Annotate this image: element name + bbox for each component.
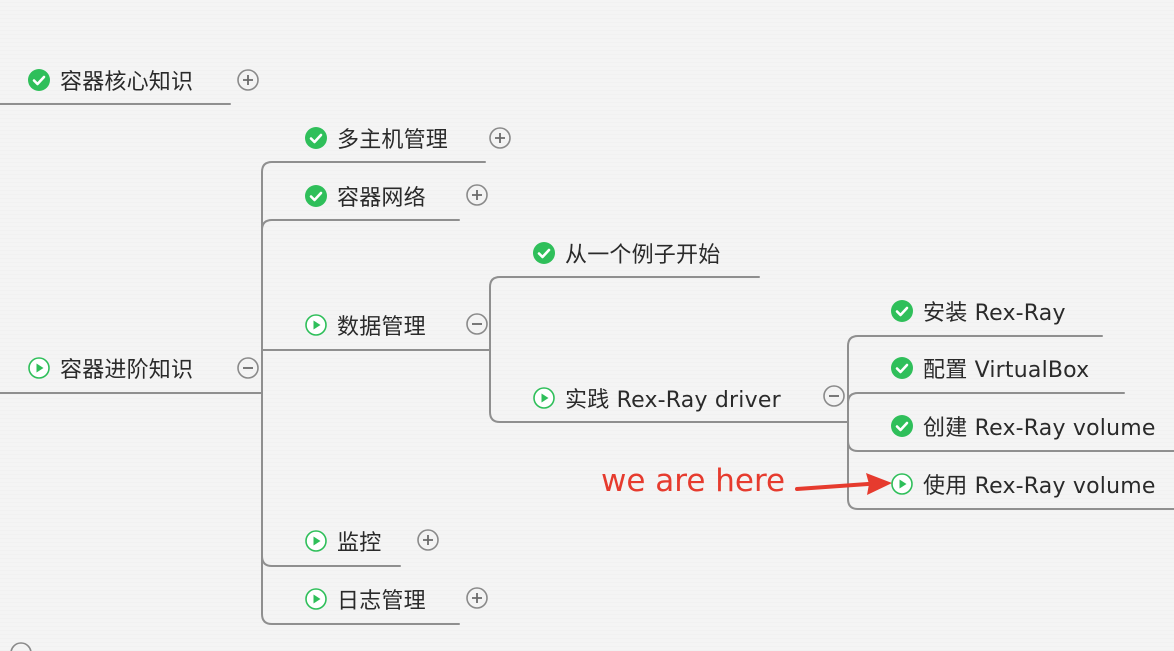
annotation-arrow xyxy=(795,473,892,495)
node-label: 创建 Rex-Ray volume xyxy=(923,416,1156,441)
collapse-icon[interactable] xyxy=(823,385,845,407)
node-install-rexray[interactable]: 安装 Rex-Ray xyxy=(891,296,1066,326)
in-progress-icon xyxy=(28,357,50,379)
in-progress-icon xyxy=(533,387,555,409)
node-label: 容器进阶知识 xyxy=(60,358,194,383)
in-progress-icon xyxy=(305,530,327,552)
node-label: 日志管理 xyxy=(337,589,426,614)
node-logging[interactable]: 日志管理 xyxy=(305,584,426,614)
node-label: 使用 Rex-Ray volume xyxy=(923,474,1156,499)
node-label: 安装 Rex-Ray xyxy=(923,301,1066,326)
in-progress-icon xyxy=(305,588,327,610)
in-progress-icon xyxy=(305,314,327,336)
expand-icon[interactable] xyxy=(10,642,32,651)
node-example[interactable]: 从一个例子开始 xyxy=(533,238,720,268)
node-monitoring[interactable]: 监控 xyxy=(305,526,381,556)
node-network[interactable]: 容器网络 xyxy=(305,181,426,211)
node-core-knowledge[interactable]: 容器核心知识 xyxy=(28,65,193,95)
node-advanced-knowledge[interactable]: 容器进阶知识 xyxy=(28,353,193,383)
done-icon xyxy=(891,357,913,379)
bracket-practice xyxy=(847,335,879,510)
node-label: 容器核心知识 xyxy=(60,70,194,95)
done-icon xyxy=(891,415,913,437)
bracket-advanced xyxy=(261,161,293,625)
node-label: 配置 VirtualBox xyxy=(923,358,1090,383)
collapse-icon[interactable] xyxy=(237,357,259,379)
done-icon xyxy=(305,185,327,207)
node-label: 从一个例子开始 xyxy=(565,243,721,268)
expand-icon[interactable] xyxy=(417,529,439,551)
node-label: 实践 Rex-Ray driver xyxy=(565,388,781,413)
in-progress-icon xyxy=(891,473,913,495)
expand-icon[interactable] xyxy=(237,69,259,91)
annotation-text: we are here xyxy=(601,463,786,499)
done-icon xyxy=(28,69,50,91)
expand-icon[interactable] xyxy=(466,184,488,206)
expand-icon[interactable] xyxy=(466,587,488,609)
node-label: 容器网络 xyxy=(337,186,426,211)
done-icon xyxy=(533,242,555,264)
node-label: 多主机管理 xyxy=(337,128,449,153)
bracket-data-mgmt xyxy=(489,276,521,423)
node-multi-host[interactable]: 多主机管理 xyxy=(305,123,448,153)
node-create-volume[interactable]: 创建 Rex-Ray volume xyxy=(891,411,1156,441)
node-data-management[interactable]: 数据管理 xyxy=(305,310,426,340)
collapse-icon[interactable] xyxy=(466,313,488,335)
node-label: 监控 xyxy=(337,531,382,556)
expand-icon[interactable] xyxy=(489,127,511,149)
node-practice-rexray[interactable]: 实践 Rex-Ray driver xyxy=(533,383,781,413)
done-icon xyxy=(305,127,327,149)
done-icon xyxy=(891,300,913,322)
node-label: 数据管理 xyxy=(337,315,426,340)
node-config-virtualbox[interactable]: 配置 VirtualBox xyxy=(891,353,1089,383)
node-use-volume[interactable]: 使用 Rex-Ray volume xyxy=(891,469,1156,499)
